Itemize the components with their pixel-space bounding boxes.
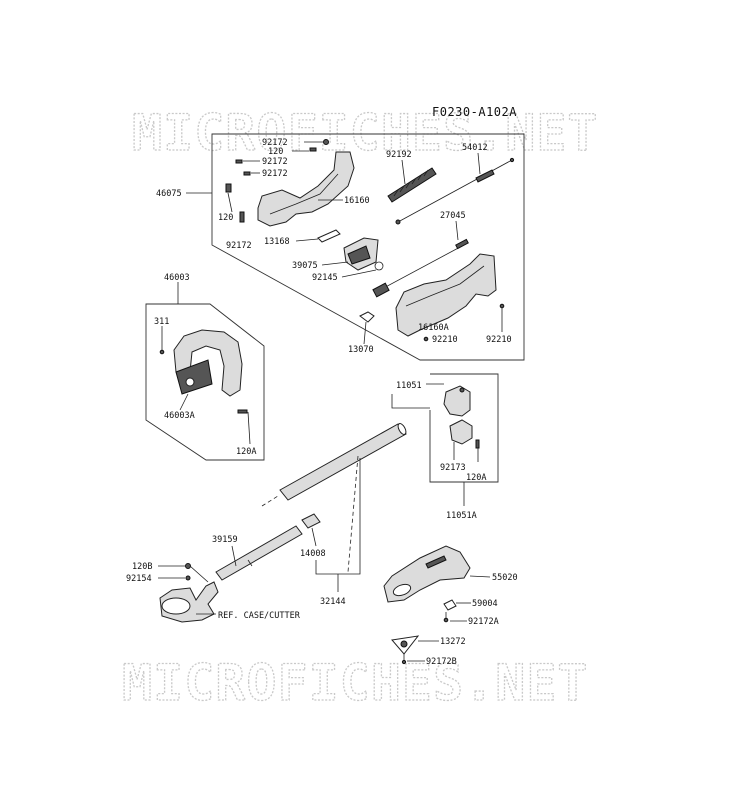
label-39075: 39075 [292, 261, 318, 271]
lower-handle-16160A [395, 253, 497, 337]
washer-92154 [185, 575, 191, 581]
label-14008: 14008 [300, 549, 326, 559]
bushing-14008 [301, 513, 321, 529]
screw-120-top [292, 147, 317, 152]
screw-92172-left [239, 211, 245, 223]
label-92210-b: 92210 [486, 335, 512, 345]
upper-handle-16160 [257, 151, 355, 227]
cable-54012 [395, 157, 515, 225]
guard-group-outline [145, 303, 265, 461]
screw-92172A [443, 617, 449, 623]
label-46075: 46075 [156, 189, 182, 199]
main-shaft [279, 423, 407, 501]
guard-group-right [383, 545, 471, 665]
loop-clamp [175, 359, 213, 395]
gear-case-head [161, 597, 191, 615]
label-27045: 27045 [440, 211, 466, 221]
label-92172-b: 92172 [262, 157, 288, 167]
label-92145: 92145 [312, 273, 338, 283]
bolt-120B [185, 563, 191, 569]
screw-92172-top [304, 139, 329, 145]
label-92154: 92154 [126, 574, 152, 584]
gear-case-group [159, 563, 219, 623]
label-92172A: 92172A [468, 617, 499, 627]
label-92172-c: 92172 [262, 169, 288, 179]
label-92173: 92173 [440, 463, 466, 473]
screw-92172-c [243, 171, 260, 176]
label-120A-right: 120A [466, 473, 486, 483]
clip-13168 [317, 229, 341, 243]
label-13272: 13272 [440, 637, 466, 647]
handle-group [211, 133, 525, 361]
label-16160: 16160 [344, 196, 370, 206]
label-120A-left: 120A [236, 447, 256, 457]
label-311: 311 [154, 317, 169, 327]
label-92172-left: 92172 [226, 241, 252, 251]
label-54012: 54012 [462, 143, 488, 153]
label-92172-top: 92172 [262, 138, 288, 148]
label-32144: 32144 [320, 597, 346, 607]
label-46003A: 46003A [164, 411, 195, 421]
drive-shaft-39159 [215, 525, 303, 581]
screw-120A-left [237, 409, 248, 414]
label-11051: 11051 [396, 381, 422, 391]
label-92192: 92192 [386, 150, 412, 160]
handle-group-outline [211, 133, 525, 361]
nut-13070 [359, 311, 375, 323]
wire-27045 [372, 238, 469, 298]
clamp-upper-11051 [443, 385, 471, 417]
label-39159: 39159 [212, 535, 238, 545]
label-92210-a: 92210 [432, 335, 458, 345]
watermark-top: MICROFICHES.NET [132, 104, 599, 162]
upper-handle-edge [269, 173, 339, 215]
lower-handle-edge [405, 265, 485, 307]
spring-92145 [374, 261, 384, 271]
label-120-left: 120 [218, 213, 233, 223]
screw-120-left [225, 183, 233, 213]
plate-59004 [443, 599, 457, 611]
clamp-group [429, 373, 499, 506]
label-11051A: 11051A [446, 511, 477, 521]
screw-92172B [401, 659, 407, 665]
spring-92192 [387, 167, 437, 203]
label-13168: 13168 [264, 237, 290, 247]
diagram-code: F0230-A102A [432, 105, 517, 119]
label-59004: 59004 [472, 599, 498, 609]
label-13070: 13070 [348, 345, 374, 355]
clamp-lower-11051 [449, 419, 473, 445]
shaft-assembly [215, 423, 407, 581]
label-ref-case-cutter: REF. CASE/CUTTER [218, 611, 301, 621]
label-120-top: 120 [268, 147, 283, 157]
label-120B: 120B [132, 562, 152, 572]
label-92172B: 92172B [426, 657, 457, 667]
label-16160A: 16160A [418, 323, 449, 333]
loop-handle-46003A [173, 329, 243, 397]
part-311 [159, 349, 165, 355]
pin-92210-b [499, 303, 505, 309]
label-55020: 55020 [492, 573, 518, 583]
guard-group [145, 282, 265, 461]
label-46003: 46003 [164, 273, 190, 283]
watermark-bottom: MICROFICHES.NET [122, 654, 589, 712]
screw-92172-b [235, 159, 260, 164]
clamp-group-outline [429, 373, 499, 483]
pin-92210-a [423, 336, 429, 342]
screw-120A-right [475, 439, 480, 449]
